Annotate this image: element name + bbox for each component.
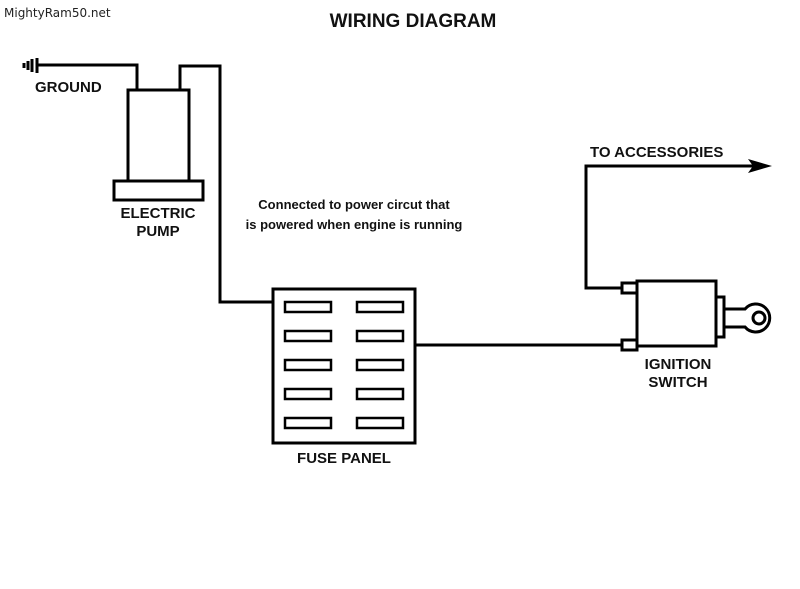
arrow-right-icon [748,159,772,173]
fuse-slot [283,300,333,314]
electric-pump [112,88,205,202]
fuse-slot [355,416,405,430]
power-note-line1: Connected to power circut that [258,197,450,212]
switch-label-line2: SWITCH [648,374,708,391]
fuse-panel [271,287,417,445]
power-note: Connected to power circut that is powere… [220,195,488,235]
fuse-slot [283,387,333,401]
ignition-switch [620,279,772,352]
fuse-slot [355,329,405,343]
diagram-title: WIRING DIAGRAM [329,11,497,32]
ground-wire [37,63,139,90]
fuse-slot [355,358,405,372]
ground-label: GROUND [35,79,102,96]
watermark: MightyRam50.net [4,6,111,20]
ignition-switch-label: IGNITION SWITCH [628,356,728,392]
power-note-line2: is powered when engine is running [245,217,463,232]
fuse-slot [283,329,333,343]
fuse-slot [355,300,405,314]
fuse-panel-label: FUSE PANEL [297,450,391,467]
accessories-wire [584,164,755,290]
pump-label: ELECTRIC PUMP [108,205,208,241]
fuse-slot [283,358,333,372]
fuse-slot [355,387,405,401]
ground-symbol-icon [22,58,39,73]
accessories-label: TO ACCESSORIES [590,144,724,161]
fuse-slot [283,416,333,430]
switch-label-line1: IGNITION [644,356,712,373]
pump-label-line1: ELECTRIC [120,205,196,222]
pump-label-line2: PUMP [136,223,180,240]
pump-power-wire [178,64,274,304]
